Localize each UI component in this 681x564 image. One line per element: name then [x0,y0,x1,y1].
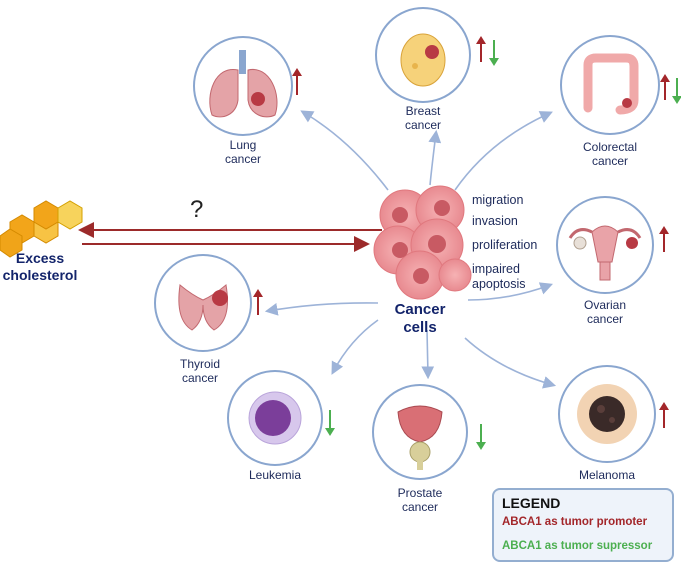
colorectal-up-arrow-icon [660,74,670,100]
prostate-node [372,384,468,480]
cholesterol-label-line1: Excess [15,250,65,266]
leukemia-node [227,370,323,466]
mechanism-impaired: impaired [472,262,520,276]
thyroid-label-line2: cancer [181,371,219,385]
ovarian-node [556,196,654,294]
lung-node [193,36,293,136]
legend-promoter-label: ABCA1 as tumor promoter [502,516,648,528]
ovarian-label-line2: cancer [586,312,624,326]
thyroid-up-arrow-icon [253,289,263,315]
melanoma-label-line1: Melanoma [578,468,636,482]
cancer-cells-label: Cancer cells [385,301,455,337]
breast-label-line1: Breast [405,104,441,118]
cancer-cells-label-line2: cells [403,319,437,336]
mechanism-proliferation: proliferation [472,238,538,252]
leukemia-down-arrow-icon [325,410,335,436]
thyroid-label: Thyroid cancer [160,357,240,385]
connector-arrows [264,110,557,389]
cholesterol-label-line2: cholesterol [2,267,78,283]
breast-down-arrow-icon [489,40,499,66]
breast-label-line2: cancer [404,118,442,132]
colorectal-label-line2: cancer [591,154,629,168]
prostate-label-line2: cancer [401,500,439,514]
breast-label: Breast cancer [383,104,463,132]
mechanism-migration: migration [472,193,524,207]
legend-suppressor-label: ABCA1 as tumor supressor [502,540,653,552]
lung-label-line1: Lung [229,138,257,152]
colorectal-down-arrow-icon [672,78,681,104]
cholesterol-honeycomb-icon [0,200,83,258]
prostate-label: Prostate cancer [380,486,460,514]
cancer-cells-icon [373,185,472,300]
colorectal-label: Colorectal cancer [565,140,655,168]
melanoma-node [558,365,656,463]
unknown-relation-mark: ? [190,196,204,223]
ovarian-label-line1: Ovarian [583,298,627,312]
thyroid-node [154,254,252,352]
mechanism-apoptosis: apoptosis [472,277,526,291]
lung-label: Lung cancer [203,138,283,166]
thyroid-label-line1: Thyroid [179,357,220,371]
ovarian-label: Ovarian cancer [565,298,645,326]
breast-up-arrow-icon [476,36,486,62]
colorectal-label-line1: Colorectal [582,140,638,154]
role-arrows [253,36,681,450]
legend-title: LEGEND [502,495,561,511]
melanoma-label: Melanoma [567,468,647,482]
cholesterol-label: Excess cholesterol [0,250,80,284]
prostate-label-line1: Prostate [397,486,443,500]
leukemia-label-line1: Leukemia [248,468,302,482]
cancer-cells-label-line1: Cancer [394,301,446,318]
lung-up-arrow-icon [292,68,302,95]
cholesterol-arrows [78,222,382,252]
prostate-down-arrow-icon [476,424,486,450]
melanoma-up-arrow-icon [659,402,669,428]
colorectal-node [560,35,660,135]
legend: LEGEND ABCA1 as tumor promoter ABCA1 as … [492,488,674,562]
lung-label-line2: cancer [224,152,262,166]
leukemia-label: Leukemia [235,468,315,482]
mechanism-invasion: invasion [472,214,518,228]
breast-node [375,7,471,103]
ovarian-up-arrow-icon [659,226,669,252]
